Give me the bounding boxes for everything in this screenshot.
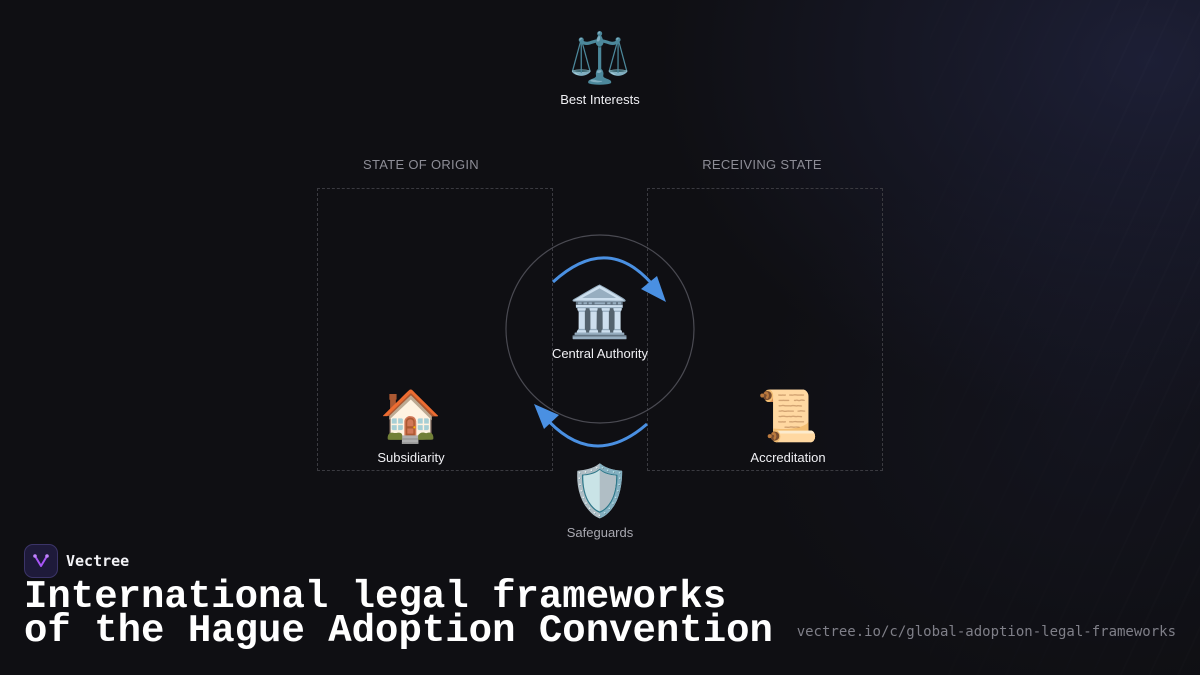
page-title: International legal frameworks of the Ha…	[24, 575, 773, 653]
cycle-arrow-top	[551, 256, 659, 291]
region-receiving-state	[647, 188, 883, 471]
cycle-arrowhead-top	[641, 276, 666, 302]
scroll-icon: 📜	[756, 388, 820, 444]
node-best-interests: ⚖️ Best Interests	[510, 30, 690, 107]
node-accreditation: 📜 Accreditation	[698, 388, 878, 465]
house-icon: 🏠	[379, 388, 443, 444]
shield-icon: 🛡️	[568, 463, 632, 519]
brand: Vectree	[24, 544, 129, 578]
cycle-arrow-bottom	[541, 414, 648, 448]
node-safeguards: 🛡️ Safeguards	[510, 463, 690, 540]
region-label-receiving-state: RECEIVING STATE	[702, 157, 822, 172]
scales-icon: ⚖️	[568, 30, 632, 86]
region-label-state-of-origin: STATE OF ORIGIN	[363, 157, 479, 172]
central-circle	[505, 234, 695, 424]
node-label-subsidiarity: Subsidiarity	[377, 450, 445, 465]
node-label-best-interests: Best Interests	[560, 92, 640, 107]
node-label-accreditation: Accreditation	[750, 450, 826, 465]
node-label-safeguards: Safeguards	[566, 525, 634, 540]
cycle-arrowhead-bottom	[534, 404, 559, 429]
brand-name: Vectree	[66, 552, 130, 570]
vectree-logo-icon	[24, 544, 58, 578]
region-state-of-origin	[317, 188, 553, 471]
node-central-authority: 🏛️ Central Authority	[510, 284, 690, 361]
classical-building-icon: 🏛️	[568, 284, 632, 340]
source-url: vectree.io/c/global-adoption-legal-frame…	[796, 624, 1176, 640]
node-subsidiarity: 🏠 Subsidiarity	[321, 388, 501, 465]
node-label-central-authority: Central Authority	[551, 346, 649, 361]
